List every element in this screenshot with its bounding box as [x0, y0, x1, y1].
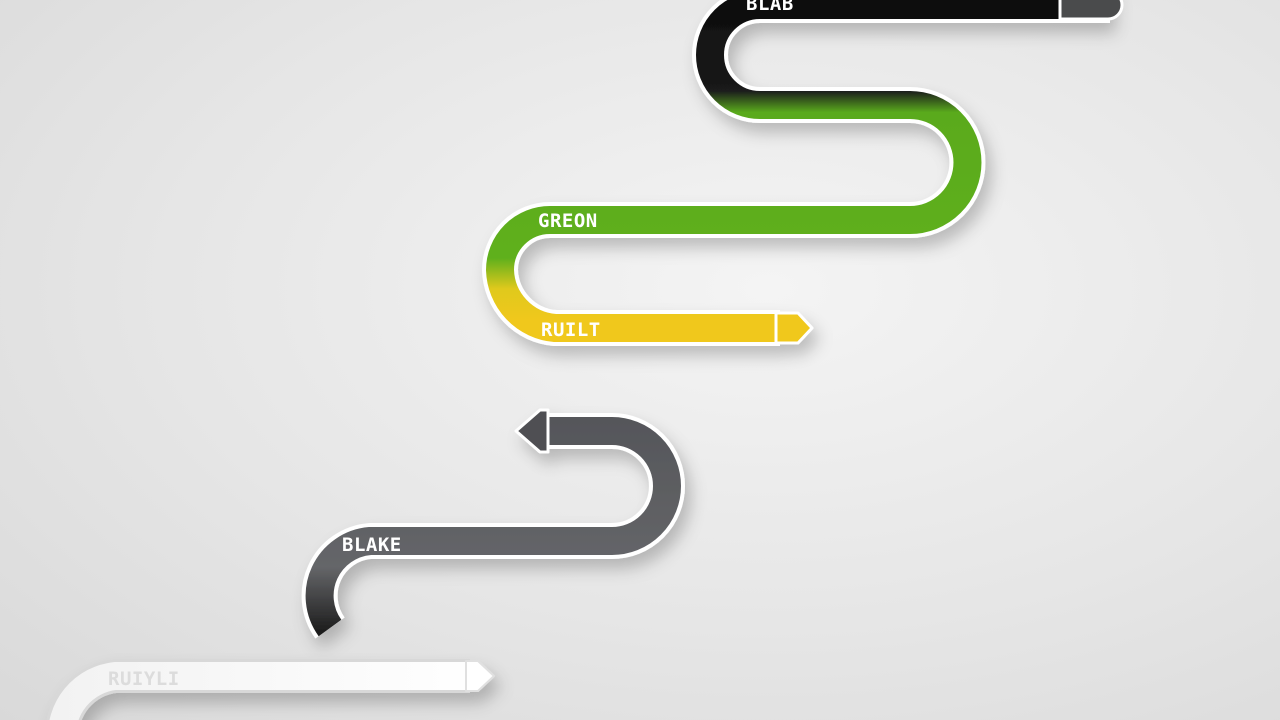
white-arrow-head [465, 660, 495, 692]
white-band [46, 659, 495, 720]
label-gray: BLAKE [342, 534, 402, 556]
yellow-arrow-head [774, 311, 814, 345]
gray-arrow-head [514, 408, 550, 454]
label-top: BLAB [746, 0, 794, 15]
white-band-fill [49, 662, 470, 720]
gray-band-fill [305, 417, 681, 637]
label-yellow: RUILT [541, 319, 601, 341]
wave-band-fill [486, 0, 1110, 342]
top-band-cap [1058, 0, 1124, 21]
label-green: GREON [538, 210, 598, 232]
main-wave-band [482, 0, 1110, 346]
label-white: RUIYLI [108, 668, 180, 690]
gray-hook-band [301, 408, 685, 639]
wave-band-outline [482, 0, 1110, 346]
